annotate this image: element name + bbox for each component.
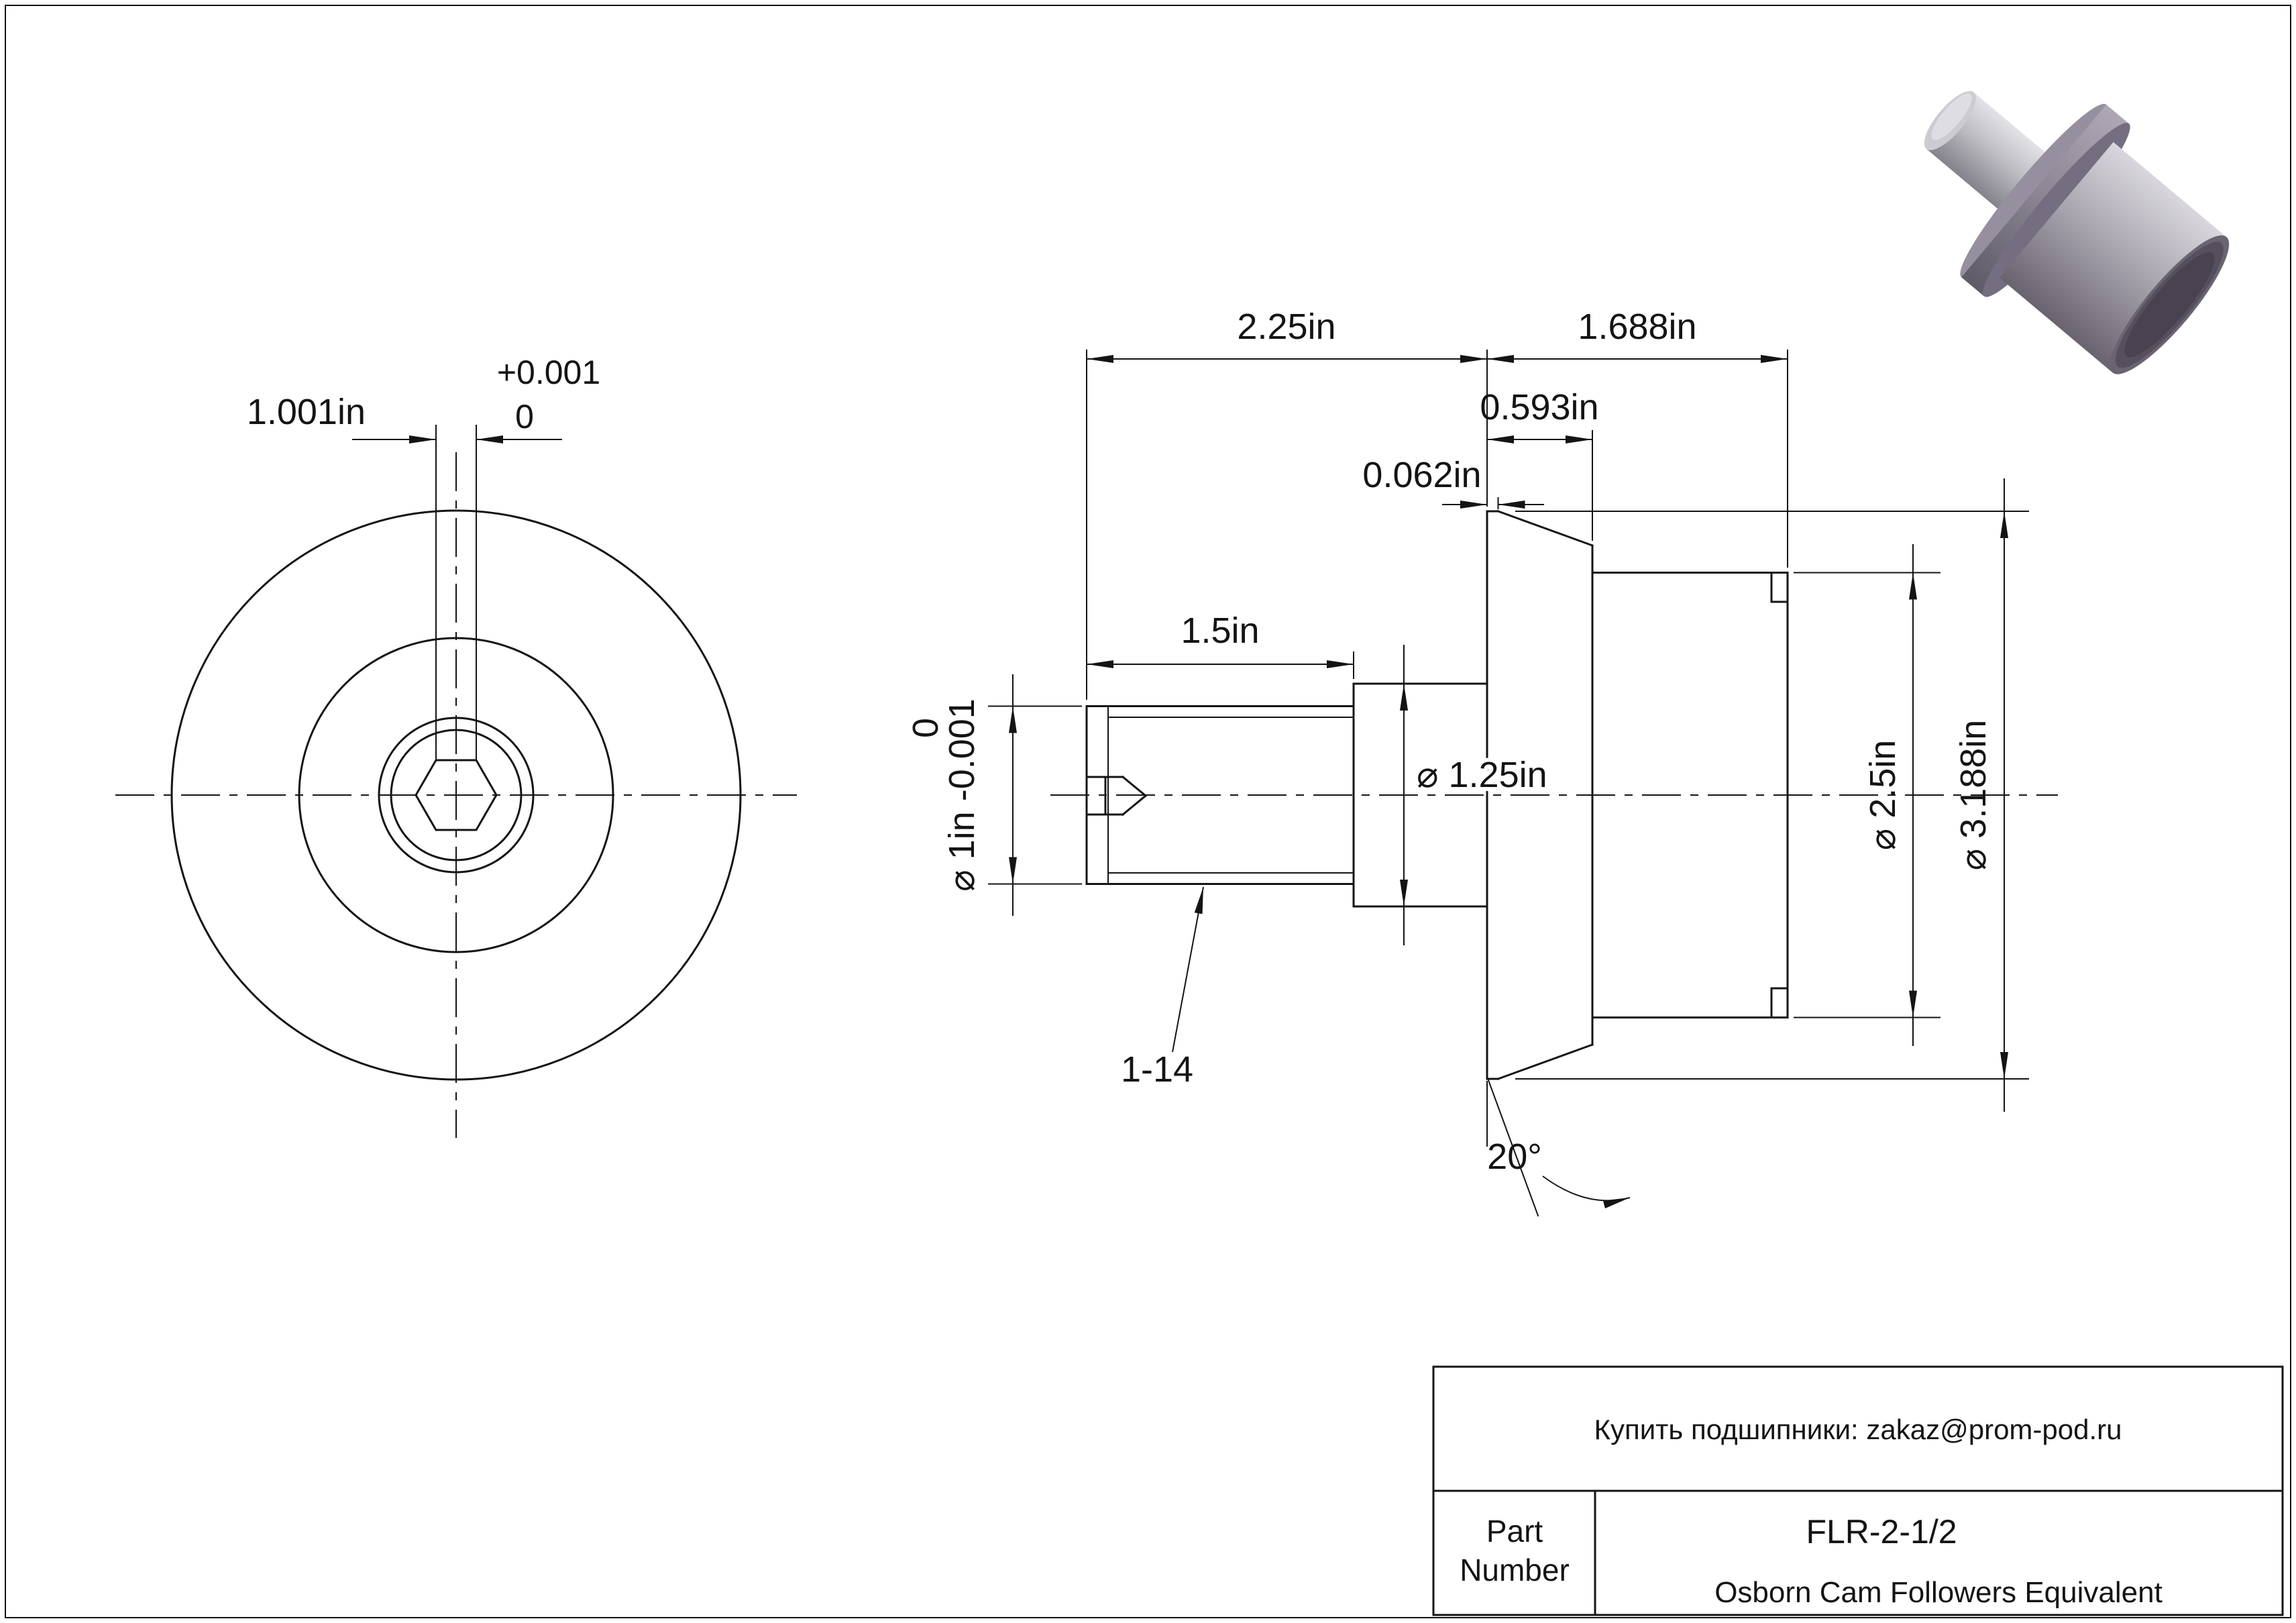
roller-outline bbox=[1591, 572, 1789, 1018]
front-view bbox=[115, 452, 797, 1138]
angle-arc bbox=[1542, 1175, 1631, 1209]
dim-flange-lip-label: 0.062in bbox=[1362, 455, 1481, 495]
dim-flange-dia-label: ⌀ 3.188in bbox=[1953, 720, 1993, 871]
stud-outline bbox=[1085, 705, 1355, 885]
page-border bbox=[5, 5, 2291, 1618]
part-description: Osborn Cam Followers Equivalent bbox=[1714, 1576, 2163, 1609]
part-number-label-line2: Number bbox=[1460, 1553, 1570, 1587]
flange-outline bbox=[1486, 510, 1594, 1080]
contact-text: Купить подшипники: zakaz@prom-pod.ru bbox=[1594, 1414, 2122, 1445]
dim-stud-dia-tol-label: 0 bbox=[906, 718, 946, 738]
dim-stud-to-flange-label: 2.25in bbox=[1237, 307, 1335, 347]
angle-taper-line bbox=[1487, 1079, 1539, 1217]
thread-leader-line bbox=[1172, 886, 1204, 1053]
dim-flange-to-end-label: 1.688in bbox=[1578, 307, 1696, 347]
dim-stud-length-label: 1.5in bbox=[1181, 611, 1259, 651]
socket-tol-plus-label: +0.001 bbox=[497, 354, 600, 391]
front-view-dimensions: 1.001in +0.001 0 bbox=[247, 354, 600, 761]
render-stud-end-highlight bbox=[1931, 93, 1972, 140]
socket-circle bbox=[390, 729, 523, 861]
socket-width-label: 1.001in bbox=[247, 392, 366, 432]
part-number-label-line1: Part bbox=[1486, 1514, 1543, 1549]
dim-stud-dia-label: ⌀ 1in -0.001 bbox=[942, 698, 982, 892]
dim-shoulder-dia-label: ⌀ 1.25in bbox=[1417, 755, 1547, 795]
thread-callout-label: 1-14 bbox=[1121, 1049, 1193, 1090]
socket-tol-zero-label: 0 bbox=[515, 398, 534, 435]
side-view bbox=[1050, 510, 2058, 1080]
flange-angle-label: 20° bbox=[1487, 1137, 1542, 1177]
stud-circle bbox=[378, 717, 535, 874]
socket-section bbox=[1085, 775, 1148, 817]
render-roller-body bbox=[2000, 142, 2227, 373]
side-view-dimensions: 2.25in 1.688in 0.593in 0.062in 1.5in ⌀ 1… bbox=[906, 307, 2029, 1217]
title-block: Купить подшипники: zakaz@prom-pod.ru Par… bbox=[1432, 1365, 2284, 1616]
dim-roller-dia-label: ⌀ 2.5in bbox=[1863, 740, 1903, 851]
isometric-render bbox=[1924, 91, 2230, 374]
hub-circle bbox=[298, 637, 614, 953]
shoulder-outline bbox=[1352, 682, 1488, 908]
part-number-value: FLR-2-1/2 bbox=[1806, 1513, 1957, 1551]
flange-od-circle bbox=[170, 509, 742, 1081]
render-roller-face-inner bbox=[2124, 252, 2215, 358]
dim-flange-width-label: 0.593in bbox=[1480, 387, 1598, 427]
